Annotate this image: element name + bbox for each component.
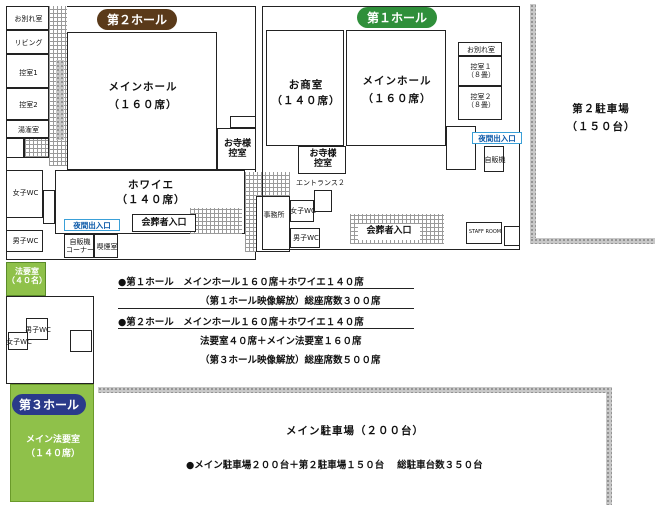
oshoshitsu-seats: （１４０席） [271,95,341,107]
hall1-building [262,6,520,250]
foyer-seats: （１４０席） [116,194,186,206]
main-houyou-room-label: メイン法要室 （１４０席） [25,435,80,460]
hikae-room-2-right: 控室２ （８畳） [458,86,502,120]
hall2-main-hall-seats: （１６０席） [108,99,178,111]
women-wc-right: 女子WC [290,200,316,222]
left-small-box [43,190,55,224]
lower-left-stair [70,330,92,352]
hall2-entrance-stair: 会葬者入口 [132,214,196,232]
women-wc-left-label: 女子WC [12,189,39,197]
hikae-room-1-right-label: 控室１ （８畳） [467,63,495,80]
summary-line-2: （第１ホール映像解放）総座席数３００席 [200,296,381,307]
hall1-main-hall-seats: （１６０席） [362,93,432,105]
entrance2-label: エントランス２ [296,179,345,187]
houyou-room-label: 法要室 （４０名） [7,267,47,286]
foyer-floor-hatch [190,208,242,234]
parking-summary: ●メイン駐車場２００台＋第２駐車場１５０台 総駐車台数３５０台 [186,460,483,471]
vending-corner: 自販機 コーナー [64,234,94,258]
hall1-main-hall: メインホール （１６０席） [346,30,446,146]
oshoshitsu-label: お商室 [288,79,324,91]
houyou-room: 法要室 （４０名） [6,262,47,296]
summary-line-4: 法要室４０席＋メイン法要室１６０席 [200,336,362,347]
smoking-room: 喫煙室 [94,234,118,258]
osho-room-right-label: お寺様 控室 [309,149,337,170]
oshoshitsu-room: お商室 （１４０席） [266,30,344,146]
hikae-room-1: 控室1 [6,54,49,88]
women-wc-right-label: 女子WC [290,207,316,215]
jihanki-right: 自販機 [484,146,506,172]
owakare-room-right: お別れ室 [458,42,502,56]
hall1-badge: 第１ホール [357,7,437,28]
summary-line-5: （第３ホール映像解放）総座席数５００席 [200,355,381,366]
night-exit-left: 夜間出入口 [64,219,120,231]
men-wc-bottom-label: 男子WC [25,326,51,334]
hall1-main-hall-label: メインホール [362,75,432,87]
men-wc-left-label: 男子WC [12,237,39,245]
small-kitchen-left [230,116,256,128]
living-room-label: リビング [14,39,43,47]
yukan-room-label: 湯潅室 [18,126,39,134]
osho-room-left: お寺様 控室 [217,128,256,170]
left-stairs [24,138,49,158]
lower-left-building [6,296,94,384]
owakare-room-right-label: お別れ室 [467,46,495,54]
men-wc-bottom: 男子WC [25,318,51,340]
summary-line-3: ●第２ホール メインホール１６０席＋ホワイエ１４０席 [118,317,364,328]
parking2-count: （１５０台） [566,121,636,133]
men-wc-right-label: 男子WC [293,234,319,242]
owakare-room-left: お別れ室 [6,6,49,30]
women-wc-bottom: 女子WC [6,332,32,350]
men-wc-left: 男子WC [6,230,43,252]
hikae-room-1-right: 控室１ （８畳） [458,56,502,86]
hall3-badge-top: 第３ホール [12,394,86,415]
hall2-badge: 第２ホール [97,9,177,30]
parking2-boundary-left [530,4,536,244]
staff-room: STAFF ROOM [466,222,502,244]
hall1-entrance-stair: 会葬者入口 [358,224,420,240]
office-label: 事務所 [263,211,285,219]
osho-room-left-label: お寺様 控室 [223,139,251,160]
hikae-room-2-right-label: 控室２ （８畳） [467,93,495,110]
staff-room-label: STAFF ROOM [468,229,502,235]
men-wc-right: 男子WC [290,228,320,248]
right-box [504,226,520,246]
hall2-main-hall-label: メインホール [108,81,178,93]
women-wc-left: 女子WC [6,170,43,218]
right-utility [314,190,332,212]
women-wc-bottom-label: 女子WC [6,338,32,346]
parking2-boundary-bottom [530,238,655,244]
parking2-label: 第２駐車場 [572,103,630,115]
jihanki-right-label: 自販機 [484,156,506,164]
main-parking-right [606,387,612,505]
summary-underline-1 [118,288,414,289]
office: 事務所 [256,196,290,252]
night-exit-right: 夜間出入口 [472,132,522,144]
left-utility [6,138,24,158]
foyer-label: ホワイエ [128,179,174,191]
hall2-entrance-label: 会葬者入口 [141,218,187,228]
left-corridor-gravel [56,60,64,140]
living-room: リビング [6,30,49,54]
summary-underline-2 [118,308,414,309]
hall1-entrance-label: 会葬者入口 [366,226,412,236]
main-parking-label: メイン駐車場（２００台） [286,425,424,437]
hall2-main-hall: メインホール （１６０席） [67,32,217,170]
hikae-room-2: 控室2 [6,88,49,120]
right-stair [446,126,476,170]
summary-underline-3 [118,328,414,329]
summary-line-1: ●第１ホール メインホール１６０席＋ホワイエ１４０席 [118,277,364,288]
yukan-room: 湯潅室 [6,120,49,138]
owakare-room-left-label: お別れ室 [14,15,43,23]
smoking-room-label: 喫煙室 [96,243,118,251]
hikae-room-1-label: 控室1 [19,69,38,77]
vending-corner-label: 自販機 コーナー [66,238,94,255]
osho-room-right: お寺様 控室 [298,146,346,174]
hikae-room-2-label: 控室2 [19,101,38,109]
main-parking-top [98,387,612,393]
